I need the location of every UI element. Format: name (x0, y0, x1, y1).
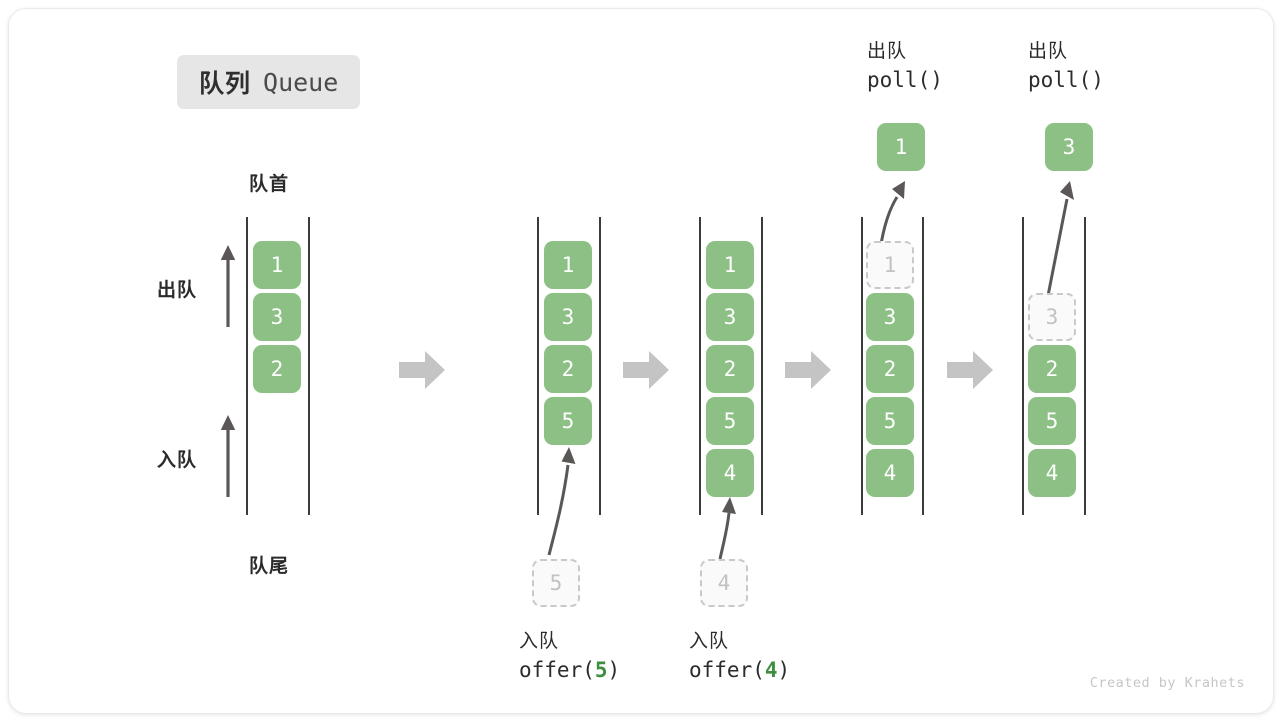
offer-5-label-code: offer(5) (519, 658, 621, 682)
element-box: 3 (253, 293, 301, 341)
offer-5-label-cn: 入队 (519, 631, 560, 652)
element-box: 1 (706, 241, 754, 289)
rail-left-stage-4 (861, 217, 863, 515)
flow-arrow-icon (399, 351, 445, 389)
rail-left-stage-3 (699, 217, 701, 515)
incoming-element-box: 5 (532, 559, 580, 607)
popped-element-box: 1 (877, 123, 925, 171)
element-box: 2 (866, 345, 914, 393)
element-box: 2 (1028, 345, 1076, 393)
offer-4-label-cn: 入队 (689, 631, 730, 652)
element-box: 2 (253, 345, 301, 393)
label-dequeue: 出队 (157, 280, 198, 301)
element-box: 2 (544, 345, 592, 393)
element-box: 3 (866, 293, 914, 341)
element-box: 1 (253, 241, 301, 289)
element-box: 4 (706, 449, 754, 497)
poll-1-label-cn: 出队 (867, 41, 908, 62)
flow-arrow-icon (623, 351, 669, 389)
element-box: 5 (544, 397, 592, 445)
rail-right-stage-1 (308, 217, 310, 515)
rail-left-stage-1 (246, 217, 248, 515)
poll-3-label-code: poll() (1028, 68, 1104, 92)
element-box: 1 (544, 241, 592, 289)
label-queue-tail: 队尾 (249, 556, 290, 577)
element-box: 5 (1028, 397, 1076, 445)
element-box: 4 (866, 449, 914, 497)
offer-4-label-code: offer(4) (689, 658, 791, 682)
dequeue-up-arrow-icon (220, 245, 236, 327)
element-box: 3 (706, 293, 754, 341)
rail-left-stage-5 (1022, 217, 1024, 515)
poll-1-label-code: poll() (867, 68, 943, 92)
element-box: 5 (706, 397, 754, 445)
element-box-removed: 3 (1028, 293, 1076, 341)
credit-text: Created by Krahets (1089, 675, 1245, 691)
rail-right-stage-3 (761, 217, 763, 515)
poll-3-label: 出队 poll() (1028, 39, 1104, 95)
label-queue-head: 队首 (249, 174, 290, 195)
rail-right-stage-5 (1084, 217, 1086, 515)
element-box: 2 (706, 345, 754, 393)
flow-arrow-icon (947, 351, 993, 389)
offer-arrow-icon (547, 447, 576, 556)
poll-1-label: 出队 poll() (867, 39, 943, 95)
offer-arrow-icon (718, 497, 736, 560)
rail-left-stage-2 (537, 217, 539, 515)
element-box: 3 (544, 293, 592, 341)
incoming-element-box: 4 (700, 559, 748, 607)
poll-3-label-cn: 出队 (1028, 41, 1069, 62)
title-english: Queue (263, 67, 339, 97)
element-box-removed: 1 (866, 241, 914, 289)
offer-5-label: 入队 offer(5) (519, 629, 620, 685)
popped-element-box: 3 (1045, 123, 1093, 171)
diagram-card: 队列 Queue 队首 1 3 2 出队 入队 队尾 1 3 2 5 5 入队 … (8, 8, 1274, 714)
element-box: 4 (1028, 449, 1076, 497)
offer-4-label: 入队 offer(4) (689, 629, 790, 685)
title-badge: 队列 Queue (177, 55, 361, 109)
title-chinese: 队列 (199, 70, 252, 98)
label-enqueue: 入队 (157, 450, 198, 471)
element-box: 5 (866, 397, 914, 445)
rail-right-stage-2 (599, 217, 601, 515)
flow-arrow-icon (785, 351, 831, 389)
rail-right-stage-4 (922, 217, 924, 515)
enqueue-up-arrow-icon (220, 415, 236, 497)
poll-arrow-icon (1043, 181, 1074, 312)
